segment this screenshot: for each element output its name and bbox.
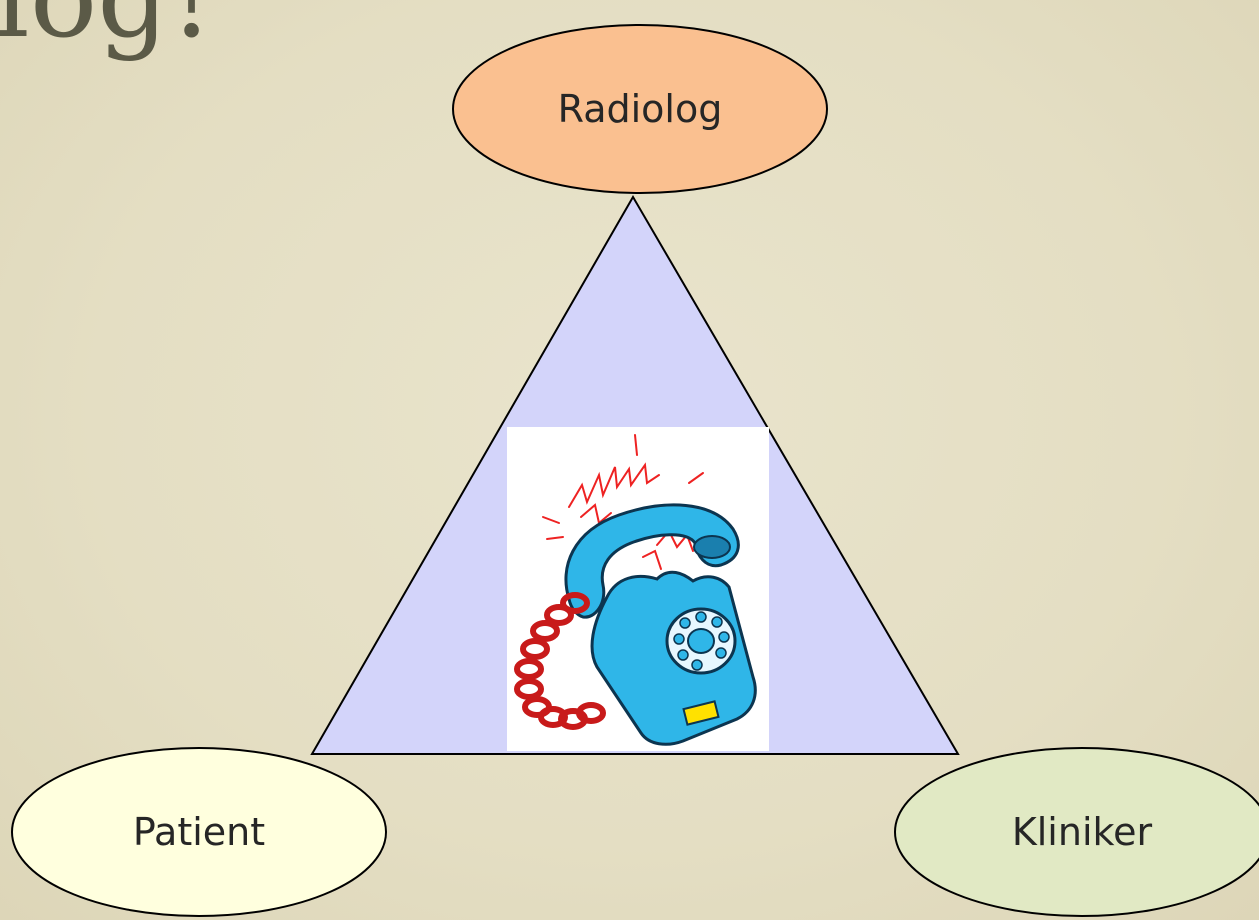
node-radiolog [452, 24, 828, 194]
node-patient [11, 747, 387, 917]
node-radiolog-label: Radiolog [557, 87, 723, 131]
node-kliniker [894, 747, 1259, 917]
slide-title: log! [0, 0, 214, 54]
node-kliniker-label: Kliniker [1011, 810, 1153, 854]
ringing-telephone-icon [507, 427, 769, 751]
node-patient-label: Patient [132, 810, 266, 854]
